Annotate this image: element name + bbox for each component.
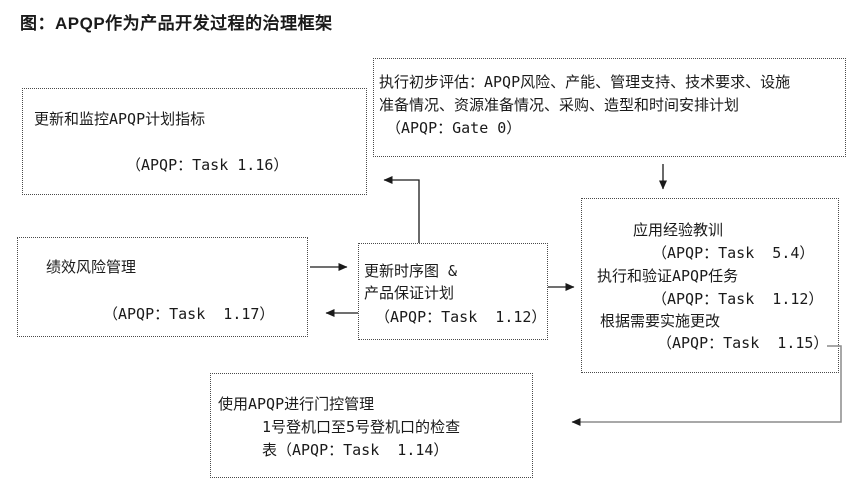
box-apply-lessons-task2: （APQP：Task 1.12） <box>652 290 824 308</box>
box-apply-lessons: 应用经验教训 （APQP：Task 5.4） 执行和验证APQP任务 （APQP… <box>581 198 839 373</box>
box-gate-management-task: 表（APQP：Task 1.14） <box>262 441 449 459</box>
box-apply-lessons-task1: （APQP：Task 5.4） <box>652 244 815 262</box>
box-initial-assessment: 执行初步评估：APQP风险、产能、管理支持、技术要求、设施 准备情况、资源准备情… <box>373 58 846 157</box>
box-apply-lessons-line2: 执行和验证APQP任务 <box>597 267 739 285</box>
box-initial-assessment-gate: （APQP：Gate 0） <box>386 119 522 137</box>
box-gate-management-line2: 1号登机口至5号登机口的检查 <box>262 418 461 436</box>
box-update-metrics-task: （APQP：Task 1.16） <box>126 156 289 174</box>
box-gate-management: 使用APQP进行门控管理 1号登机口至5号登机口的检查 表（APQP：Task … <box>210 373 533 478</box>
box-update-metrics: 更新和监控APQP计划指标 （APQP：Task 1.16） <box>22 88 367 195</box>
box-update-timing-chart-line1: 更新时序图 & <box>364 262 458 280</box>
box-update-timing-chart-task: （APQP：Task 1.12） <box>375 308 547 326</box>
box-performance-risk-task: （APQP：Task 1.17） <box>103 305 275 323</box>
box-initial-assessment-line2: 准备情况、资源准备情况、采购、造型和时间安排计划 <box>379 96 740 114</box>
box-update-timing-chart: 更新时序图 & 产品保证计划 （APQP：Task 1.12） <box>358 243 548 340</box>
box-performance-risk: 绩效风险管理 （APQP：Task 1.17） <box>17 237 308 337</box>
box-update-metrics-line: 更新和监控APQP计划指标 <box>34 110 206 128</box>
arrow-center-to-topleft <box>383 176 420 243</box>
diagram-title: 图：APQP作为产品开发过程的治理框架 <box>20 14 333 33</box>
box-gate-management-line1: 使用APQP进行门控管理 <box>218 395 375 413</box>
box-apply-lessons-line1: 应用经验教训 <box>633 221 724 239</box>
box-update-timing-chart-line2: 产品保证计划 <box>364 284 455 302</box>
box-initial-assessment-line1: 执行初步评估：APQP风险、产能、管理支持、技术要求、设施 <box>379 73 791 91</box>
box-apply-lessons-task3: （APQP：Task 1.15） <box>657 334 829 352</box>
box-apply-lessons-line3: 根据需要实施更改 <box>600 312 721 330</box>
box-performance-risk-line: 绩效风险管理 <box>46 258 137 276</box>
